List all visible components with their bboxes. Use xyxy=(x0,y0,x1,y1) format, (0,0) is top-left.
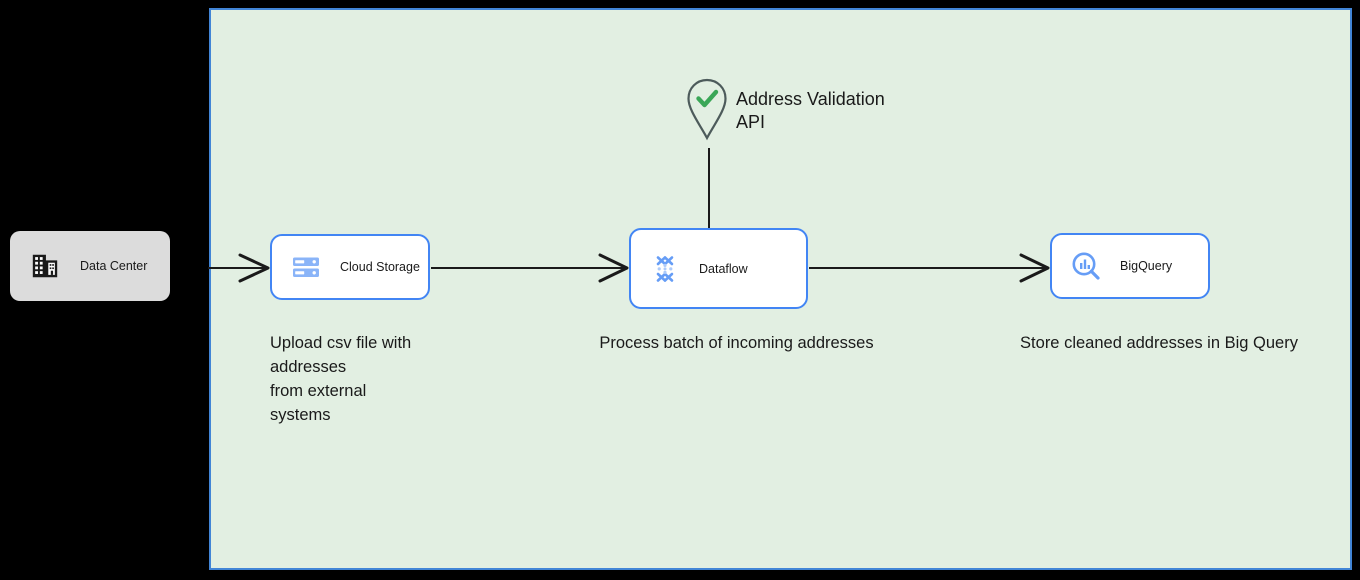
caption-cloud-storage: Upload csv file with addresses from exte… xyxy=(270,334,412,424)
node-bigquery[interactable]: BigQuery xyxy=(1050,233,1210,299)
caption-bigquery: Store cleaned addresses in Big Query xyxy=(1020,334,1298,352)
node-cloud-storage[interactable]: Cloud Storage xyxy=(270,234,430,300)
node-address-validation-api[interactable]: Address Validation API xyxy=(684,76,885,146)
caption-dataflow: Process batch of incoming addresses xyxy=(599,334,874,352)
map-pin-check-icon xyxy=(687,78,727,141)
bigquery-label: BigQuery xyxy=(1120,259,1173,273)
node-dataflow[interactable]: Dataflow xyxy=(629,228,808,309)
cloud-storage-icon xyxy=(293,257,319,277)
data-center-label: Data Center xyxy=(80,259,148,273)
node-data-center[interactable]: Data Center xyxy=(10,231,170,301)
dataflow-icon xyxy=(656,255,674,282)
cloud-storage-label: Cloud Storage xyxy=(340,260,420,274)
dataflow-label: Dataflow xyxy=(699,261,748,276)
office-building-icon xyxy=(32,254,58,278)
address-validation-api-label: Address Validation API xyxy=(736,89,885,132)
bigquery-icon xyxy=(1072,252,1100,280)
